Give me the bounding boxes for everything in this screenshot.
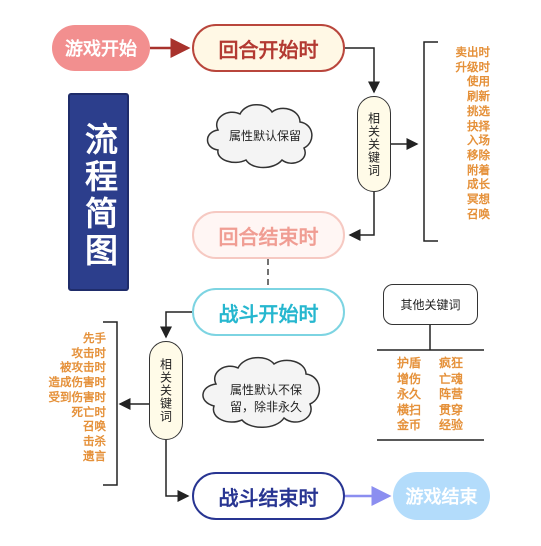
list-item: 增伤	[396, 371, 421, 386]
list-item: 使用	[467, 74, 490, 89]
round-start-node: 回合开始时	[192, 24, 345, 72]
other-keywords-column-1: 护盾 增伤 永久 横扫 金币	[392, 356, 426, 434]
list-item: 抉择	[467, 118, 490, 133]
arrow-keywords-to-battle-end	[165, 440, 190, 502]
list-item: 入场	[467, 133, 490, 148]
list-item: 经验	[438, 418, 463, 432]
diagram-title: 流程简图	[68, 93, 129, 291]
other-keywords-column-2: 疯狂 亡魂 阵营 贯穿 经验	[433, 356, 469, 434]
battle-keyword-list: 先手 攻击时 被攻击时 造成伤害时 受到伤害时 死亡时 召唤 击杀 遗言	[18, 331, 107, 463]
cloud-2-text: 属性默认不保 留，除非永久	[220, 382, 312, 416]
list-item: 击杀	[83, 433, 106, 448]
list-item: 召唤	[83, 419, 106, 434]
list-item: 附着	[467, 162, 490, 177]
list-item: 刷新	[467, 89, 490, 104]
list-item: 金币	[396, 418, 421, 432]
bracket-left	[103, 321, 118, 486]
list-item: 护盾	[396, 356, 421, 370]
cloud-2-line-2: 留，除非永久	[229, 400, 302, 414]
list-item: 遗言	[83, 448, 106, 463]
battle-keyword-label: 相关关键词	[149, 341, 183, 440]
bracket-right	[423, 41, 438, 242]
game-end-node: 游戏结束	[393, 472, 490, 520]
list-item: 横扫	[396, 402, 421, 417]
round-keyword-list: 卖出时 升级时 使用 刷新 挑选 抉择 入场 移除 附着 成长 冥想 召唤	[438, 45, 491, 221]
game-start-node: 游戏开始	[52, 25, 150, 71]
list-item: 升级时	[455, 59, 491, 74]
battle-end-node: 战斗结束时	[192, 472, 345, 520]
list-item: 死亡时	[71, 404, 107, 419]
list-item: 冥想	[467, 192, 490, 207]
arrow-round-to-keywords	[345, 47, 380, 94]
list-item: 成长	[467, 177, 490, 192]
arrow-battle-to-keywords	[160, 311, 192, 339]
list-item: 卖出时	[455, 45, 491, 59]
list-item: 疯狂	[438, 356, 463, 370]
list-item: 移除	[467, 147, 490, 162]
arrow-keywords-to-round-end	[348, 192, 375, 241]
list-item: 永久	[396, 387, 421, 401]
cloud-1-shape	[206, 104, 313, 169]
cloud-2-shape	[202, 356, 320, 428]
list-item: 被攻击时	[60, 360, 106, 375]
list-item: 受到伤害时	[48, 389, 107, 404]
list-item: 贯穿	[438, 402, 463, 417]
list-item: 攻击时	[71, 345, 107, 360]
list-item: 挑选	[467, 103, 490, 118]
round-keyword-label: 相关关键词	[357, 96, 391, 192]
list-item: 先手	[83, 331, 106, 345]
cloud-2-line-1: 属性默认不保	[229, 383, 302, 397]
cloud-1-text: 属性默认保留	[228, 129, 301, 143]
other-keywords-title: 其他关键词	[383, 284, 478, 325]
battle-start-node: 战斗开始时	[192, 288, 345, 336]
list-item: 召唤	[467, 206, 490, 221]
list-item: 造成伤害时	[48, 375, 107, 390]
round-end-node: 回合结束时	[192, 211, 345, 259]
list-item: 阵营	[438, 387, 463, 401]
list-item: 亡魂	[438, 371, 463, 386]
